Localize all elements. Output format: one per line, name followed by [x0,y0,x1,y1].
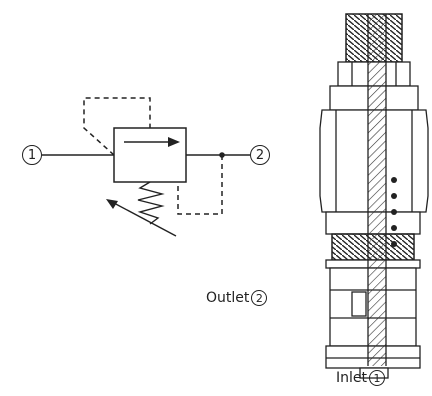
port-2-circle: 2 [250,145,270,165]
internal-spring [391,177,397,247]
drain-line [177,155,223,215]
valve-envelope [113,127,187,183]
hydraulic-symbol [42,97,250,237]
outlet-num-circle: 2 [251,290,268,306]
spring [137,181,165,225]
symbol-port-1-label: 1 [22,145,42,165]
adjust-arrowhead [106,199,118,209]
section-hatch [368,14,386,366]
port-1-circle: 1 [22,145,42,165]
outlet-text: Outlet [206,290,250,306]
symbol-port-2-label: 2 [250,145,270,165]
valve-cutaway [319,13,429,379]
adjust-arrow-shaft [111,201,177,237]
inlet-text: Inlet [336,370,367,386]
flow-arrowhead [168,137,180,147]
pilot-line-inlet [83,97,151,156]
inlet-num-circle: 1 [369,370,385,386]
outlet-port [351,291,367,317]
